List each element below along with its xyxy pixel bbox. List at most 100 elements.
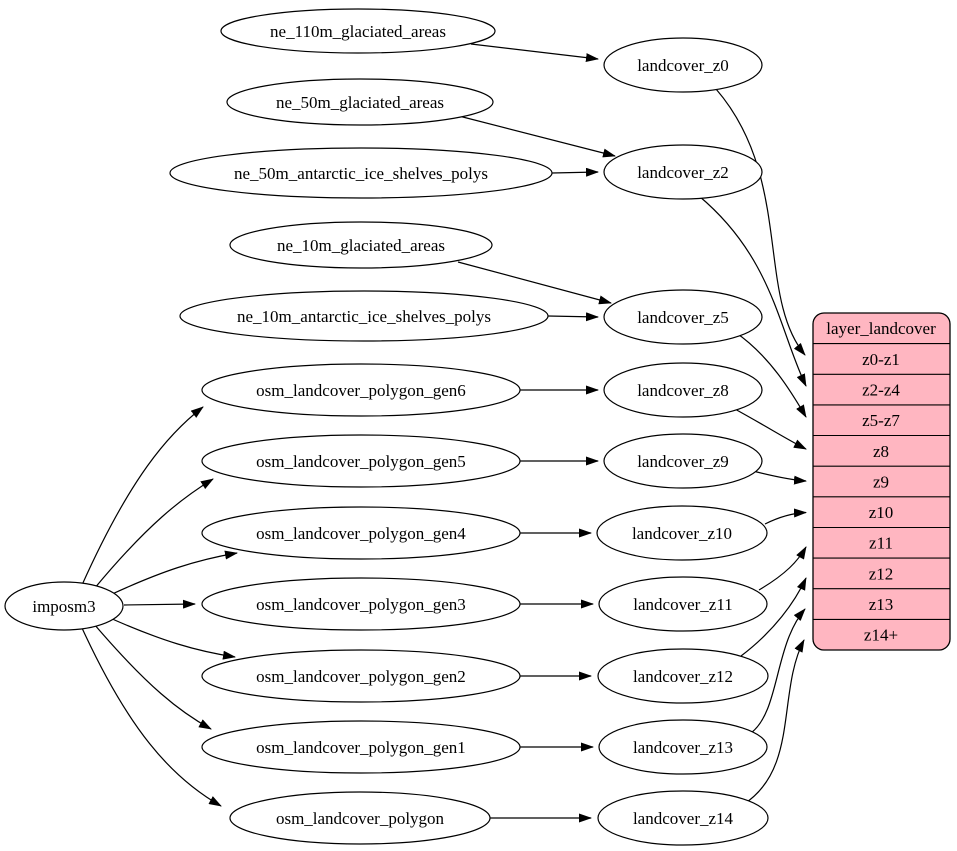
gen-table-label: landcover_z2 — [637, 163, 729, 182]
imposm3-label: imposm3 — [32, 597, 95, 616]
edge-ne10m-to-z5 — [457, 261, 612, 305]
source-ellipse — [201, 577, 521, 631]
gen-table-ellipse — [597, 790, 769, 846]
node-landcover-z9: landcover_z9 — [603, 433, 763, 489]
layer-landcover-box — [812, 312, 951, 651]
edge-z11-to-row-z11 — [758, 546, 807, 591]
node-landcover-z13: landcover_z13 — [598, 719, 768, 775]
node-landcover-z14: landcover_z14 — [597, 790, 769, 846]
source-label: ne_10m_glaciated_areas — [277, 236, 445, 255]
edge-z2-to-row-z2-z4 — [698, 195, 807, 387]
node-ne-10m-glaciated-areas: ne_10m_glaciated_areas — [229, 221, 493, 269]
edge-ne50mant-to-z2 — [551, 167, 599, 177]
edge-ne10mant-to-z5 — [547, 312, 599, 322]
source-label: ne_50m_glaciated_areas — [276, 93, 444, 112]
gen-table-label: landcover_z13 — [633, 738, 733, 757]
gen-table-label: landcover_z10 — [632, 524, 732, 543]
node-osm-landcover-polygon-gen4: osm_landcover_polygon_gen4 — [201, 506, 521, 560]
gen-table-ellipse — [603, 144, 763, 200]
source-ellipse — [229, 791, 491, 845]
gen-table-label: landcover_z0 — [637, 56, 729, 75]
source-ellipse — [229, 221, 493, 269]
node-imposm3: imposm3 — [4, 581, 124, 631]
edge-z13-to-row-z13 — [750, 608, 806, 734]
node-landcover-z5: landcover_z5 — [603, 289, 763, 345]
source-ellipse — [201, 363, 521, 417]
source-label: osm_landcover_polygon_gen6 — [256, 381, 466, 400]
imposm3-ellipse — [4, 581, 124, 631]
source-ellipse — [201, 720, 521, 774]
node-ne-10m-antarctic-ice-shelves-polys: ne_10m_antarctic_ice_shelves_polys — [179, 290, 549, 342]
node-landcover-z2: landcover_z2 — [603, 144, 763, 200]
node-landcover-z8: landcover_z8 — [603, 362, 763, 418]
gen-table-ellipse — [598, 719, 768, 775]
gen-table-ellipse — [603, 362, 763, 418]
zoom-row-z13: z13 — [869, 595, 894, 614]
node-ne-50m-antarctic-ice-shelves-polys: ne_50m_antarctic_ice_shelves_polys — [169, 147, 553, 199]
edge-z14-to-row-z14plus — [743, 639, 805, 805]
zoom-row-z5-z7: z5-z7 — [862, 411, 900, 430]
gen-table-label: landcover_z14 — [633, 809, 734, 828]
zoom-row-z9: z9 — [873, 473, 889, 492]
gen-table-ellipse — [596, 505, 768, 561]
zoom-row-z8: z8 — [873, 442, 889, 461]
edge-imposm3-to-gen5 — [93, 478, 214, 590]
edge-z12-to-row-z12 — [740, 577, 807, 657]
node-landcover-z10: landcover_z10 — [596, 505, 768, 561]
edge-imposm3-to-gen4 — [109, 550, 238, 596]
gen-table-ellipse — [603, 37, 763, 93]
edges — [81, 43, 807, 823]
source-label: ne_10m_antarctic_ice_shelves_polys — [237, 307, 491, 326]
layer-landcover-title: layer_landcover — [826, 319, 936, 338]
source-label: osm_landcover_polygon_gen1 — [256, 738, 466, 757]
node-osm-landcover-polygon-gen2: osm_landcover_polygon_gen2 — [201, 649, 521, 703]
zoom-row-z0-z1: z0-z1 — [862, 350, 900, 369]
edge-imposm3-to-gen2 — [109, 617, 236, 660]
edge-z0-to-row-z0-z1 — [715, 88, 806, 356]
zoom-row-z11: z11 — [869, 534, 893, 553]
edge-z5-to-row-z5-z7 — [734, 331, 807, 418]
zoom-row-z14plus: z14+ — [864, 626, 898, 645]
gen-table-label: landcover_z11 — [633, 595, 732, 614]
source-ellipse — [201, 434, 521, 488]
edge-z9-to-row-z9 — [748, 469, 807, 485]
layer-landcover-record: layer_landcover z0-z1 z2-z4 z5-z7 z8 z9 … — [812, 312, 951, 651]
source-label: ne_110m_glaciated_areas — [270, 22, 446, 41]
node-landcover-z11: landcover_z11 — [598, 576, 768, 632]
edge-imposm3-to-poly — [81, 627, 222, 807]
node-osm-landcover-polygon-gen3: osm_landcover_polygon_gen3 — [201, 577, 521, 631]
edge-z8-to-row-z8 — [732, 407, 807, 450]
node-landcover-z0: landcover_z0 — [603, 37, 763, 93]
gen-table-ellipse — [603, 289, 763, 345]
zoom-row-z10: z10 — [869, 503, 894, 522]
node-osm-landcover-polygon-gen6: osm_landcover_polygon_gen6 — [201, 363, 521, 417]
source-label: osm_landcover_polygon_gen4 — [256, 524, 466, 543]
edge-ne50m-to-z2 — [454, 114, 616, 158]
gen-table-ellipse — [603, 433, 763, 489]
source-label: osm_landcover_polygon — [276, 809, 445, 828]
source-ellipse — [179, 290, 549, 342]
gen-table-label: landcover_z8 — [637, 381, 729, 400]
source-label: osm_landcover_polygon_gen3 — [256, 595, 466, 614]
edge-ne110m-to-z0 — [470, 43, 599, 63]
source-ellipse — [220, 8, 496, 54]
gen-table-ellipse — [597, 648, 769, 704]
node-osm-landcover-polygon-gen5: osm_landcover_polygon_gen5 — [201, 434, 521, 488]
node-landcover-z12: landcover_z12 — [597, 648, 769, 704]
edge-imposm3-to-gen1 — [93, 623, 212, 730]
edge-z10-to-row-z10 — [764, 508, 807, 525]
node-osm-landcover-polygon: osm_landcover_polygon — [229, 791, 491, 845]
zoom-row-z2-z4: z2-z4 — [862, 381, 900, 400]
gen-table-ellipse — [598, 576, 768, 632]
source-label: ne_50m_antarctic_ice_shelves_polys — [234, 164, 488, 183]
edge-imposm3-to-gen6 — [81, 406, 204, 586]
source-label: osm_landcover_polygon_gen2 — [256, 667, 466, 686]
node-ne-50m-glaciated-areas: ne_50m_glaciated_areas — [226, 78, 494, 126]
source-ellipse — [201, 506, 521, 560]
gen-table-label: landcover_z12 — [633, 667, 733, 686]
source-ellipse — [201, 649, 521, 703]
edge-imposm3-to-gen3 — [123, 599, 196, 609]
gen-table-label: landcover_z5 — [637, 308, 729, 327]
